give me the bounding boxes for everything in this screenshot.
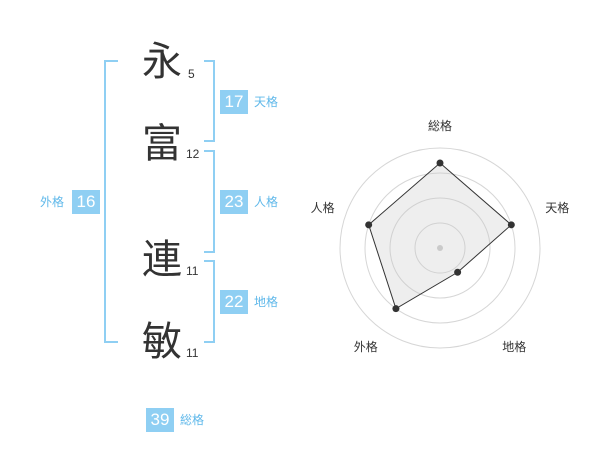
radar-point-5 — [365, 221, 373, 229]
radar-axis-label: 天格 — [545, 201, 570, 216]
name-char-2: 富 — [142, 121, 182, 167]
radar-grid-ring — [414, 222, 466, 274]
radar-grid-ring — [339, 147, 541, 349]
radar-data-area — [368, 162, 513, 310]
radar-axis-label: 人格 — [310, 201, 335, 216]
gaikaku-value: 16 — [72, 190, 100, 214]
stroke-count-4: 11 — [186, 346, 199, 360]
soukaku-value: 39 — [146, 408, 174, 432]
soukaku-label: 総格 — [180, 413, 205, 427]
radar-point-3 — [454, 268, 462, 276]
chikaku-value: 22 — [220, 290, 248, 314]
radar-center-dot — [437, 245, 443, 251]
tenkaku-value: 17 — [220, 90, 248, 114]
chikaku-bracket — [204, 260, 215, 343]
radar-chart — [339, 147, 541, 349]
tenkaku-label: 天格 — [254, 95, 279, 109]
jinkaku-value: 23 — [220, 190, 248, 214]
stroke-count-1: 5 — [188, 67, 195, 81]
radar-grid-ring — [364, 172, 516, 324]
stroke-count-3: 11 — [186, 264, 199, 278]
gaikaku-bracket — [104, 60, 118, 343]
radar-axis-label: 地格 — [502, 339, 527, 354]
radar-axis-label: 外格 — [353, 339, 378, 354]
jinkaku-bracket — [204, 150, 215, 253]
jinkaku-label: 人格 — [254, 195, 279, 209]
stroke-count-2: 12 — [186, 147, 200, 161]
gaikaku-label: 外格 — [40, 195, 65, 209]
radar-grid-ring — [389, 197, 491, 299]
radar-point-1 — [436, 159, 444, 167]
radar-point-4 — [392, 305, 400, 313]
chikaku-label: 地格 — [254, 295, 279, 309]
tenkaku-bracket — [204, 60, 215, 142]
name-char-4: 敏 — [142, 319, 182, 365]
radar-axis-label: 総格 — [427, 119, 452, 133]
radar-point-2 — [507, 221, 515, 229]
name-char-3: 連 — [142, 237, 182, 283]
name-char-1: 永 — [142, 39, 182, 85]
